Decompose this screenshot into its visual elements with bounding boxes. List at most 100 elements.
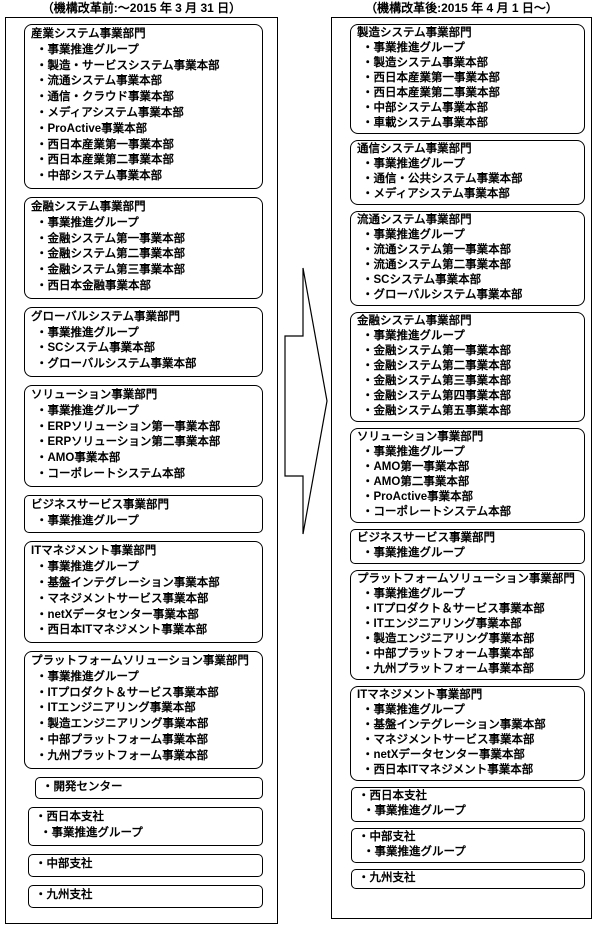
org-unit-item: ・netXデータセンター事業本部 xyxy=(36,608,199,621)
org-unit-item: ・事業推進グループ xyxy=(36,404,139,417)
org-unit-item: ・ERPソリューション第一事業本部 xyxy=(36,420,221,433)
org-unit-item: ・AMO事業本部 xyxy=(36,452,121,465)
org-unit-item: ・マネジメントサービス事業本部 xyxy=(36,592,209,605)
org-unit-item: ・AMO第一事業本部 xyxy=(362,461,470,473)
org-unit-box: プラットフォームソリューション事業部門 ・事業推進グループ・ITプロダクト＆サー… xyxy=(350,570,585,680)
org-unit-box: プラットフォームソリューション事業部門 ・事業推進グループ・ITプロダクト＆サー… xyxy=(24,651,263,769)
org-unit-item: ・コーポレートシステム本部 xyxy=(36,467,186,480)
org-unit-item: ・金融システム第五事業本部 xyxy=(362,405,512,417)
org-unit-item: ・事業推進グループ xyxy=(36,514,139,527)
org-unit-box: ソリューション事業部門 ・事業推進グループ・ERPソリューション第一事業本部・E… xyxy=(24,384,263,487)
org-unit-item: ・九州プラットフォーム事業本部 xyxy=(36,749,209,762)
org-unit-header: グローバルシステム事業部門 xyxy=(31,310,181,323)
org-unit-item: ・西日本ITマネジメント事業本部 xyxy=(36,624,208,637)
org-unit-item: ・メディアシステム事業本部 xyxy=(36,106,184,119)
org-unit-box: 通信システム事業部門 ・事業推進グループ・通信・公共システム事業本部・メディアシ… xyxy=(350,140,585,205)
org-unit-box: ビジネスサービス事業部門 ・事業推進グループ xyxy=(350,529,585,564)
org-unit-item: ・コーポレートシステム本部 xyxy=(362,506,512,518)
org-unit-item: ・中部プラットフォーム事業本部 xyxy=(362,648,535,660)
org-unit-item: ・事業推進グループ xyxy=(36,216,139,229)
org-unit-item: ・車載システム事業本部 xyxy=(362,117,489,129)
org-unit-header: ・九州支社 xyxy=(358,872,416,884)
org-unit-header: ・開発センター xyxy=(42,780,123,793)
org-unit-item: ・通信・クラウド事業本部 xyxy=(36,91,174,104)
org-unit-item: ・事業推進グループ xyxy=(363,805,466,817)
org-unit-box: ・開発センター xyxy=(35,776,263,800)
org-unit-item: ・金融システム第二事業本部 xyxy=(362,360,512,372)
org-unit-item: ・事業推進グループ xyxy=(362,446,465,458)
org-unit-header: プラットフォームソリューション事業部門 xyxy=(31,655,249,668)
org-unit-item: ・事業推進グループ xyxy=(36,561,139,574)
org-unit-item: ・製造システム事業本部 xyxy=(362,57,489,69)
org-unit-box: ・中部支社 ・事業推進グループ xyxy=(351,828,585,863)
org-unit-box: ・西日本支社 ・事業推進グループ xyxy=(351,787,585,822)
org-unit-header: ITマネジメント事業部門 xyxy=(31,545,157,558)
org-unit-item: ・SCシステム事業本部 xyxy=(362,274,482,286)
org-unit-item: ・ProActive事業本部 xyxy=(362,491,474,503)
org-unit-item: ・事業推進グループ xyxy=(362,42,465,54)
org-unit-header: ソリューション事業部門 xyxy=(31,388,158,401)
org-unit-item: ・ProActive事業本部 xyxy=(36,122,148,135)
org-unit-header: ビジネスサービス事業部門 xyxy=(357,532,495,544)
org-unit-header: 流通システム事業部門 xyxy=(357,214,472,226)
org-unit-box: ITマネジメント事業部門 ・事業推進グループ・基盤インテグレーション事業本部・マ… xyxy=(350,686,585,781)
org-unit-item: ・グローバルシステム事業本部 xyxy=(36,358,197,371)
org-unit-item: ・AMO第二事業本部 xyxy=(362,476,470,488)
org-unit-item: ・流通システム第二事業本部 xyxy=(362,259,512,271)
org-unit-item: ・SCシステム事業本部 xyxy=(36,342,156,355)
org-unit-item: ・事業推進グループ xyxy=(362,229,465,241)
org-unit-item: ・基盤インテグレーション事業本部 xyxy=(36,576,220,589)
org-unit-box: ・西日本支社 ・事業推進グループ xyxy=(28,807,263,847)
org-unit-item: ・事業推進グループ xyxy=(36,326,139,339)
org-unit-item: ・製造・サービスシステム事業本部 xyxy=(36,59,220,72)
org-unit-item: ・西日本産業第一事業本部 xyxy=(36,138,174,151)
org-unit-item: ・西日本ITマネジメント事業本部 xyxy=(362,764,534,776)
org-unit-header: 金融システム事業部門 xyxy=(357,315,472,327)
org-unit-item: ・事業推進グループ xyxy=(362,158,465,170)
after-outer-box: 製造システム事業部門 ・事業推進グループ・製造システム事業本部・西日本産業第一事… xyxy=(331,17,592,919)
org-unit-box: 製造システム事業部門 ・事業推進グループ・製造システム事業本部・西日本産業第一事… xyxy=(350,24,585,134)
org-unit-item: ・ITプロダクト＆サービス事業本部 xyxy=(362,603,545,615)
org-unit-item: ・西日本産業第一事業本部 xyxy=(362,72,500,84)
org-unit-header: プラットフォームソリューション事業部門 xyxy=(357,573,575,585)
org-unit-item: ・事業推進グループ xyxy=(36,670,139,683)
org-unit-box: グローバルシステム事業部門 ・事業推進グループ・SCシステム事業本部・グローバル… xyxy=(24,306,263,377)
org-unit-item: ・ERPソリューション第二事業本部 xyxy=(36,436,221,449)
org-unit-box: ソリューション事業部門 ・事業推進グループ・AMO第一事業本部・AMO第二事業本… xyxy=(350,428,585,523)
org-unit-box: 産業システム事業部門 ・事業推進グループ・製造・サービスシステム事業本部・流通シ… xyxy=(24,24,263,189)
org-unit-item: ・西日本金融事業本部 xyxy=(36,279,151,292)
org-unit-box: 金融システム事業部門 ・事業推進グループ・金融システム第一事業本部・金融システム… xyxy=(350,312,585,422)
org-unit-item: ・グローバルシステム事業本部 xyxy=(362,289,523,301)
org-unit-box: ITマネジメント事業部門 ・事業推進グループ・基盤インテグレーション事業本部・マ… xyxy=(24,541,263,644)
org-unit-item: ・事業推進グループ xyxy=(362,547,465,559)
org-unit-item: ・金融システム第一事業本部 xyxy=(36,232,186,245)
org-unit-item: ・ITプロダクト＆サービス事業本部 xyxy=(36,686,219,699)
org-unit-item: ・金融システム第三事業本部 xyxy=(36,264,186,277)
org-unit-box: ・九州支社 xyxy=(351,869,585,889)
org-unit-item: ・流通システム事業本部 xyxy=(36,75,163,88)
org-unit-header: 産業システム事業部門 xyxy=(31,28,146,40)
after-column-title: （機構改革後:2015 年 4 月 1 日～） xyxy=(365,1,558,15)
org-unit-header: ・西日本支社 xyxy=(35,811,104,824)
reorg-block-arrow-right-icon xyxy=(284,267,328,535)
org-unit-item: ・製造エンジニアリング事業本部 xyxy=(36,718,209,731)
org-unit-item: ・西日本産業第二事業本部 xyxy=(362,87,500,99)
org-unit-header: 製造システム事業部門 xyxy=(357,27,472,39)
org-unit-header: ・中部支社 xyxy=(358,831,416,843)
org-unit-item: ・中部システム事業本部 xyxy=(362,102,489,114)
org-unit-item: ・西日本産業第二事業本部 xyxy=(36,154,174,167)
org-unit-item: ・事業推進グループ xyxy=(362,588,465,600)
after-column: （機構改革後:2015 年 4 月 1 日～） 製造システム事業部門 ・事業推進… xyxy=(331,0,592,919)
org-unit-item: ・金融システム第四事業本部 xyxy=(362,390,512,402)
org-unit-item: ・金融システム第三事業本部 xyxy=(362,375,512,387)
org-unit-item: ・中部プラットフォーム事業本部 xyxy=(36,734,209,747)
org-unit-item: ・流通システム第一事業本部 xyxy=(362,244,512,256)
org-unit-box: 金融システム事業部門 ・事業推進グループ・金融システム第一事業本部・金融システム… xyxy=(24,196,263,299)
org-unit-item: ・netXデータセンター事業本部 xyxy=(362,749,525,761)
org-unit-item: ・ITエンジニアリング事業本部 xyxy=(362,618,522,630)
org-unit-item: ・事業推進グループ xyxy=(362,704,465,716)
org-unit-header: ・九州支社 xyxy=(35,888,93,901)
org-unit-header: 通信システム事業部門 xyxy=(357,143,472,155)
org-unit-item: ・金融システム第二事業本部 xyxy=(36,248,186,261)
